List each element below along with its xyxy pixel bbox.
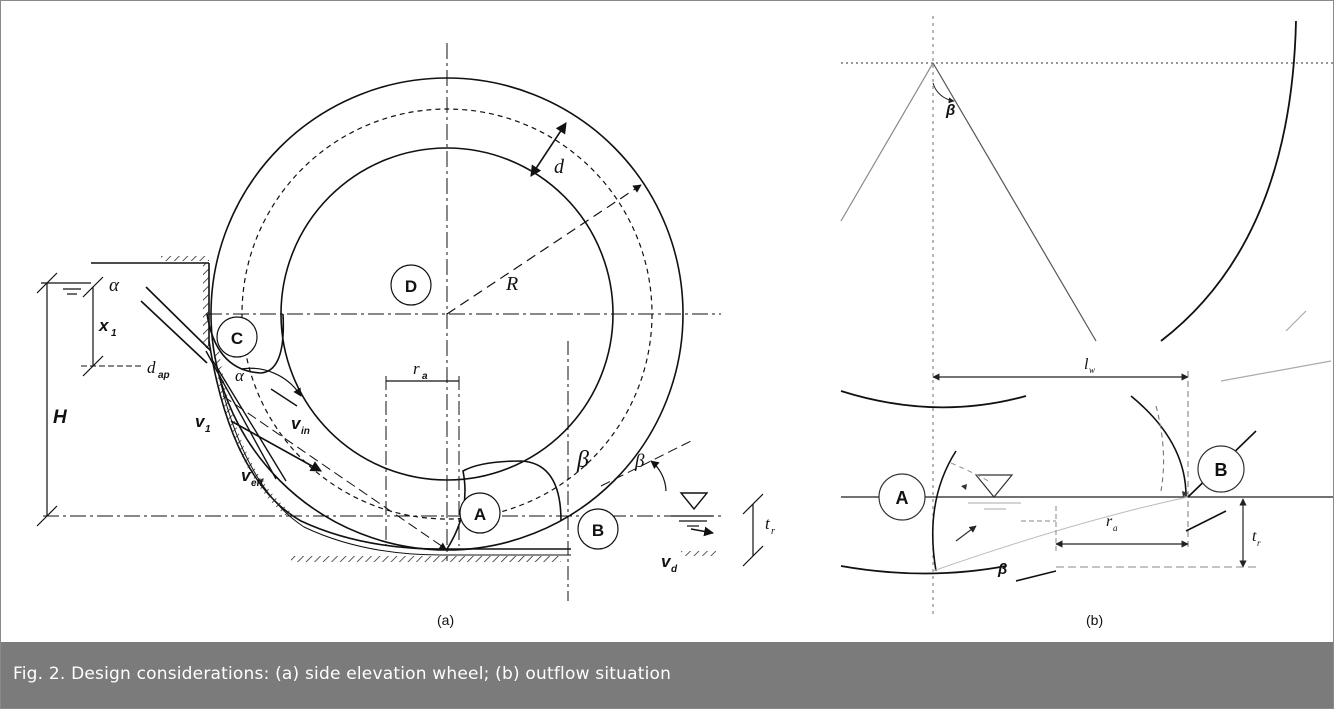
label-vd: v d: [661, 552, 678, 575]
label-B-circle: B: [577, 508, 619, 550]
label-beta-bottom: β: [997, 561, 1007, 578]
dashed-pitch-circle: [241, 108, 653, 520]
label-t: t r: [1252, 528, 1261, 548]
label-ra: r a: [413, 359, 428, 382]
svg-text:x: x: [98, 316, 110, 335]
depth-arrow: [530, 122, 567, 177]
panel-b-outflow: A B β β l w r a t r (b): [816, 1, 1333, 641]
svg-text:1: 1: [205, 424, 211, 435]
svg-text:r: r: [1106, 513, 1113, 530]
svg-text:1: 1: [111, 328, 117, 339]
label-tr: t r: [765, 514, 775, 537]
svg-text:w: w: [1089, 365, 1095, 375]
svg-text:v: v: [661, 552, 672, 571]
wall-hatching-top: [161, 256, 209, 261]
v-in-arc: [270, 388, 298, 407]
svg-text:v: v: [291, 414, 302, 433]
label-D: D: [405, 277, 417, 296]
label-beta-italic: β: [634, 451, 645, 472]
label-B-circle: B: [1197, 445, 1245, 493]
wall-hatching-side: [203, 263, 209, 348]
inlet-chute-lower: [140, 300, 208, 364]
bucket-a-curve: [931, 450, 957, 572]
panel-a-diagram: D C A B R d H α α x 1: [36, 43, 775, 628]
panel-a-side-elevation: D C A B R d H α α x 1: [1, 1, 816, 641]
outer-wheel-arc: [1160, 20, 1297, 342]
svg-text:r: r: [1257, 538, 1261, 548]
jet-upper: [205, 350, 277, 480]
sublabel-a: (a): [437, 612, 454, 628]
label-A: A: [896, 488, 909, 508]
svg-text:eff: eff: [251, 478, 265, 489]
outer-rim: [210, 77, 684, 551]
label-H: H: [53, 407, 68, 428]
water-level-symbol: [974, 474, 1014, 498]
svg-text:l: l: [1084, 356, 1089, 373]
svg-text:v: v: [241, 466, 252, 485]
triangle-right-line: [932, 62, 1097, 342]
svg-text:a: a: [1113, 523, 1118, 533]
label-A: A: [474, 505, 486, 524]
label-d: d: [554, 156, 565, 178]
svg-text:d: d: [147, 358, 156, 377]
svg-text:in: in: [301, 426, 310, 437]
svg-text:d: d: [671, 564, 678, 575]
radius-arrow: [446, 184, 642, 315]
label-R: R: [505, 273, 518, 295]
v-eff-arrow: [230, 420, 322, 472]
label-C: C: [231, 329, 243, 348]
label-v1: v 1: [195, 412, 211, 435]
bed-hatching: [291, 556, 561, 562]
channel-bed: [208, 340, 571, 550]
inner-rim: [280, 147, 614, 481]
sublabel-b: (b): [1086, 612, 1103, 628]
label-B: B: [1215, 460, 1228, 480]
figure-caption-bar: Fig. 2. Design considerations: (a) side …: [1, 642, 1333, 708]
alpha-angle-arc: [240, 367, 302, 397]
jet-lower: [212, 360, 287, 482]
label-A-circle: A: [459, 492, 501, 534]
jet-direction-dashed: [222, 395, 447, 550]
label-ra: r a: [1106, 513, 1118, 533]
label-x1: x 1: [98, 316, 117, 339]
label-alpha-top: α: [109, 275, 120, 296]
bucket-b-curve: [1130, 395, 1187, 497]
inner-wheel-arc-top: [840, 390, 1027, 409]
svg-text:r: r: [413, 359, 420, 378]
label-vin: v in: [291, 414, 310, 437]
label-B: B: [592, 521, 604, 540]
beta-line: [600, 440, 692, 487]
svg-text:a: a: [422, 371, 428, 382]
svg-text:t: t: [1252, 528, 1257, 545]
svg-text:ap: ap: [158, 370, 170, 381]
label-D-circle: D: [390, 264, 432, 306]
label-dap: d ap: [147, 358, 170, 381]
svg-text:r: r: [771, 526, 775, 537]
label-A-circle: A: [878, 473, 926, 521]
svg-text:t: t: [765, 514, 771, 533]
inner-wheel-arc-bottom: [840, 565, 1007, 575]
svg-text:v: v: [195, 412, 206, 431]
triangle-left-line: [840, 62, 934, 222]
inlet-chute-upper: [145, 286, 212, 352]
label-beta-top: β: [945, 102, 955, 119]
figure-caption: Fig. 2. Design considerations: (a) side …: [13, 664, 672, 684]
label-beta-upright: β: [576, 447, 589, 473]
label-veff: v eff: [241, 466, 265, 489]
label-C-circle: C: [216, 316, 258, 358]
label-alpha-mid: α: [235, 366, 245, 385]
tailwater-symbol: [679, 492, 709, 511]
panel-b-diagram: A B β β l w r a t r (b): [840, 16, 1333, 628]
label-lw: l w: [1084, 356, 1095, 375]
bucket-c-profile: [206, 313, 285, 374]
